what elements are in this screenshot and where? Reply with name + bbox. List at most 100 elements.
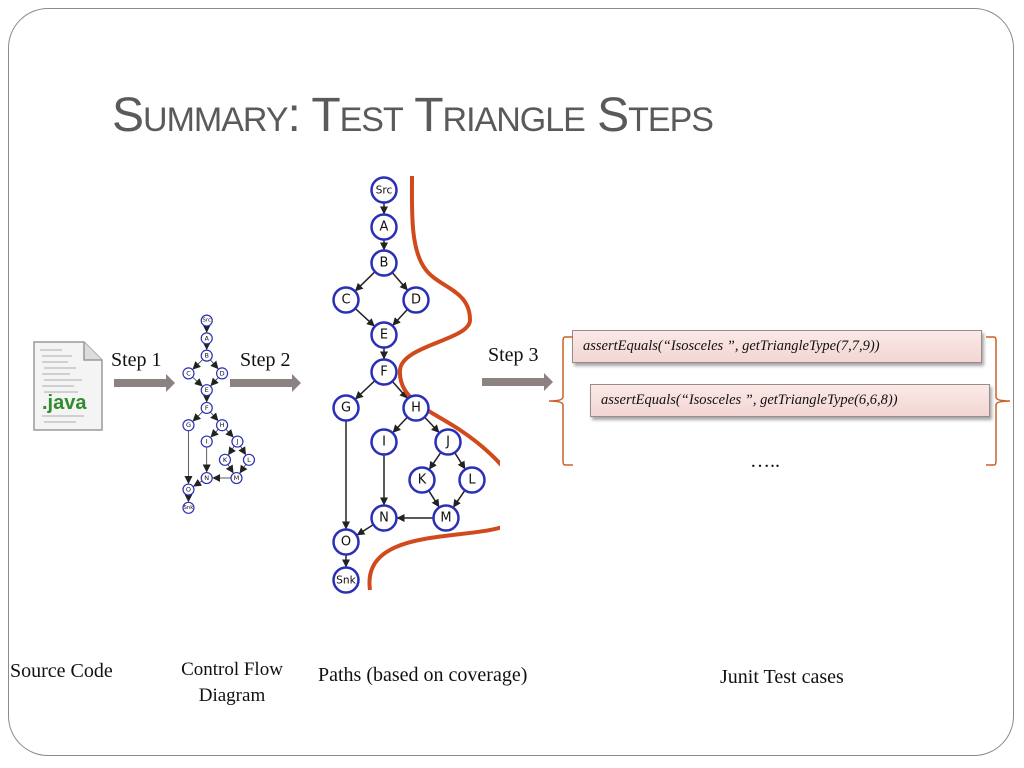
paths-node-label: F xyxy=(380,365,387,380)
paths-node-m: M xyxy=(432,504,460,532)
caption-source-code: Source Code xyxy=(10,660,113,682)
paths-node-label: M xyxy=(440,511,451,526)
cfg-node-k: K xyxy=(218,453,232,466)
cfg-edge-d-e xyxy=(210,377,219,387)
cfg-node-label: N xyxy=(204,474,209,482)
cfg-edge-f-g xyxy=(192,411,203,422)
cfg-node-o: O xyxy=(182,483,195,496)
cfg-node-label: H xyxy=(220,421,225,429)
left-bracket xyxy=(545,335,575,467)
paths-edge-b-d xyxy=(391,271,408,291)
coverage-path-curve xyxy=(367,175,500,591)
paths-edge-k-m xyxy=(428,490,440,508)
paths-node-o: O xyxy=(332,528,360,556)
cfg-edge-b-d xyxy=(210,359,219,370)
paths-edge-f-h xyxy=(391,380,408,399)
test-case-1: assertEquals(“Isosceles ”, getTriangleTy… xyxy=(572,330,982,363)
cfg-edge-j-k xyxy=(228,445,236,456)
paths-node-label: I xyxy=(382,435,386,450)
paths-node-label: O xyxy=(341,535,351,550)
caption-paths: Paths (based on coverage) xyxy=(318,664,528,686)
paths-node-label: Src xyxy=(376,184,393,197)
paths-edge-d-e xyxy=(392,308,409,326)
paths-node-n: N xyxy=(370,504,398,532)
paths-node-j: J xyxy=(434,428,462,456)
cfg-node-b: B xyxy=(200,349,213,362)
java-extension-label: .java xyxy=(42,392,87,414)
paths-node-f: F xyxy=(370,358,398,386)
cfg-node-d: D xyxy=(215,367,229,380)
caption-junit: Junit Test cases xyxy=(720,666,844,688)
paths-node-b: B xyxy=(370,249,398,277)
paths-node-label: B xyxy=(380,256,389,271)
cfg-node-label: J xyxy=(235,438,238,446)
right-bracket xyxy=(984,335,1014,467)
cfg-node-label: C xyxy=(186,369,191,377)
cfg-node-label: L xyxy=(247,456,251,464)
cfg-edge-h-i xyxy=(210,428,219,438)
caption-control-flow-line1: Control Flow xyxy=(181,659,283,680)
paths-node-k: K xyxy=(408,466,436,494)
paths-node-g: G xyxy=(332,394,360,422)
paths-node-c: C xyxy=(332,286,360,314)
paths-node-src: Src xyxy=(370,176,398,204)
paths-node-e: E xyxy=(370,321,398,349)
cfg-node-label: E xyxy=(205,386,209,394)
paths-edge-j-k xyxy=(429,451,442,470)
cfg-node-label: F xyxy=(205,404,209,412)
cfg-node-label: K xyxy=(223,456,228,464)
paths-node-label: Snk xyxy=(336,574,357,587)
step-3-label: Step 3 xyxy=(488,344,539,366)
more-test-cases-ellipsis: ….. xyxy=(750,450,780,472)
step-3-arrow xyxy=(482,373,554,391)
cfg-node-src: Src xyxy=(200,314,213,327)
cfg-node-c: C xyxy=(182,367,195,380)
cfg-node-snk: Snk xyxy=(182,501,195,514)
paths-edge-l-m xyxy=(453,489,466,508)
paths-edge-c-e xyxy=(354,307,375,327)
cfg-node-m: M xyxy=(230,471,243,485)
cfg-node-l: L xyxy=(242,453,256,466)
cfg-node-a: A xyxy=(200,332,213,345)
paths-node-label: K xyxy=(418,473,427,488)
paths-node-label: L xyxy=(468,473,476,488)
cfg-node-label: Src xyxy=(203,318,211,324)
paths-node-label: G xyxy=(341,401,351,416)
cfg-node-label: M xyxy=(234,474,240,482)
cfg-edge-c-e xyxy=(192,376,203,387)
cfg-edge-k-m xyxy=(225,464,234,474)
paths-node-label: N xyxy=(379,511,389,526)
cfg-node-label: D xyxy=(220,369,225,377)
cfg-node-label: Snk xyxy=(184,505,195,511)
paths-node-h: H xyxy=(402,394,430,422)
step-1-arrow xyxy=(114,374,176,392)
cfg-edge-b-c xyxy=(192,359,204,370)
cfg-node-label: I xyxy=(206,438,208,446)
paths-node-d: D xyxy=(402,286,430,314)
cfg-edge-j-l xyxy=(238,446,247,456)
step-2-label: Step 2 xyxy=(240,349,291,371)
cfg-node-label: O xyxy=(186,486,191,494)
step-1-label: Step 1 xyxy=(111,349,162,371)
paths-edge-f-g xyxy=(355,380,376,400)
cfg-edge-n-o xyxy=(193,478,203,487)
cfg-node-i: I xyxy=(200,435,213,448)
step-2-arrow xyxy=(230,374,302,392)
paths-node-label: D xyxy=(411,293,421,308)
test-case-2: assertEquals(“Isosceles ”, getTriangleTy… xyxy=(590,384,990,417)
paths-node-label: A xyxy=(380,220,389,235)
cfg-node-h: H xyxy=(215,419,229,432)
paths-node-label: C xyxy=(341,293,350,308)
cfg-node-label: A xyxy=(204,334,209,342)
caption-control-flow-line2: Diagram xyxy=(198,685,266,706)
slide-title: Summary: Test Triangle Steps xyxy=(112,89,714,142)
paths-node-a: A xyxy=(370,213,398,241)
cfg-edge-l-m xyxy=(239,464,248,474)
paths-edge-h-i xyxy=(392,416,408,433)
cfg-edge-h-j xyxy=(225,428,234,438)
paths-node-label: E xyxy=(380,328,388,343)
cfg-node-n: N xyxy=(200,471,213,485)
paths-edge-b-c xyxy=(354,271,376,292)
